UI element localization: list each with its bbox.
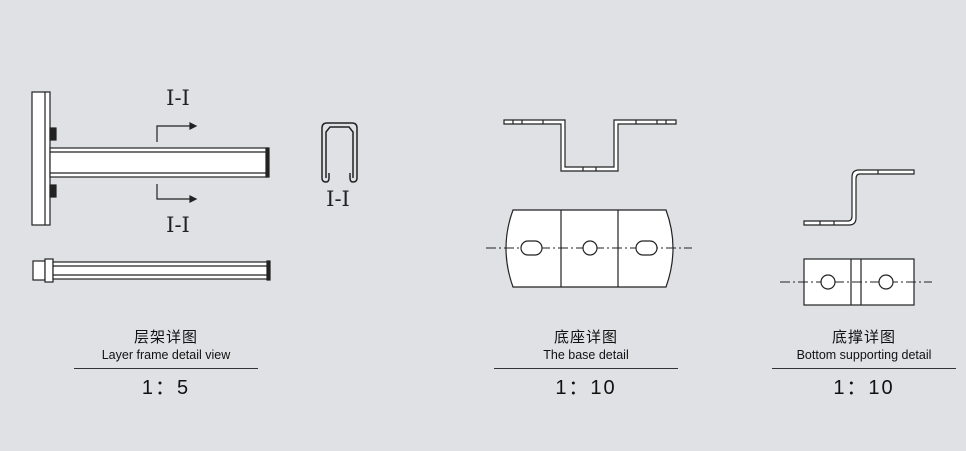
bolt-icon [49,184,57,198]
bottom-support-profile [803,169,915,226]
caption-bottom-support: 底撑详图 Bottom supporting detail 1：10 [772,326,956,400]
caption-layer-frame: 层架详图 Layer frame detail view 1：5 [74,326,258,400]
divider [74,368,258,369]
layer-frame-top-view [32,258,271,283]
bottom-support-plate [780,258,932,306]
section-label-channel: I-I [326,187,350,211]
bolt-icon [49,127,57,141]
caption-zh: 底撑详图 [831,329,896,346]
caption-zh: 层架详图 [133,329,198,346]
caption-en: The base detail [543,348,629,362]
caption-zh: 底座详图 [553,329,618,346]
divider [772,368,956,369]
caption-base: 底座详图 The base detail 1：10 [494,326,678,400]
caption-en: Layer frame detail view [101,348,231,362]
channel-section [321,122,358,183]
layer-frame-side-view [31,91,270,226]
divider [494,368,678,369]
section-label-bottom: I-I [166,213,190,237]
caption-en: Bottom supporting detail [796,348,932,362]
caption-scale: 1：10 [555,377,617,399]
base-profile [503,119,677,172]
caption-scale: 1：5 [141,377,191,399]
base-plate [486,209,692,288]
caption-scale: 1：10 [833,377,895,399]
section-label-top: I-I [166,86,190,110]
